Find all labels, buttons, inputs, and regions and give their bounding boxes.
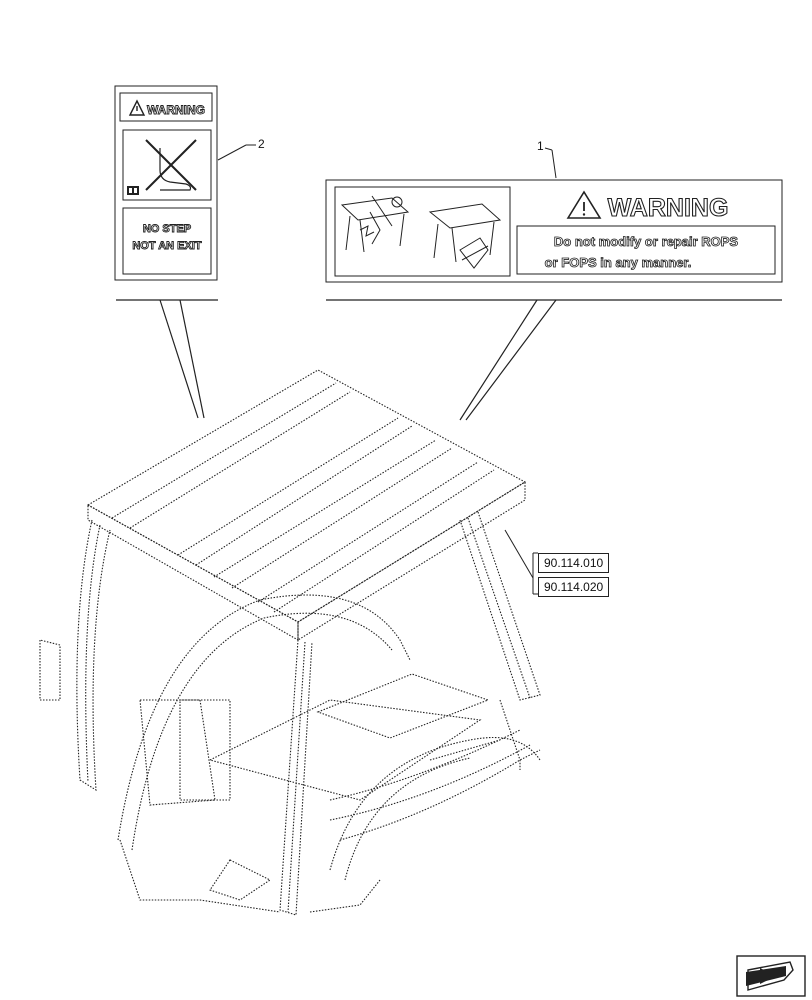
decal-1-heading: WARNING [608,194,729,222]
no-step-boot-icon [127,139,197,195]
decal-1-message-line2: or FOPS in any manner. [545,255,692,270]
next-page-arrow-icon[interactable] [736,955,806,997]
decal-2-line1: NO STEP [143,223,191,235]
reference-link-90-114-020[interactable]: 90.114.020 [538,577,610,597]
callout-number-2: 2 [258,137,265,151]
decal-1-message-line1: Do not modify or repair ROPS [554,234,739,249]
view-indicator-lines [116,299,782,421]
rops-modification-pictogram-icon [340,195,502,269]
warning-triangle-icon [128,99,146,116]
decal-2-heading: WARNING [147,103,205,117]
callout-number-1: 1 [537,139,544,153]
decal-2-no-step: WARNING NO STEP NOT AN EXIT [114,85,218,281]
cab-canopy-drawing [39,369,541,916]
decal-1-rops-warning: WARNING Do not modify or repair ROPS or … [325,179,783,283]
warning-triangle-icon [566,190,602,219]
reference-link-90-114-010[interactable]: 90.114.010 [538,553,610,573]
decal-2-line2: NOT AN EXIT [132,240,202,252]
